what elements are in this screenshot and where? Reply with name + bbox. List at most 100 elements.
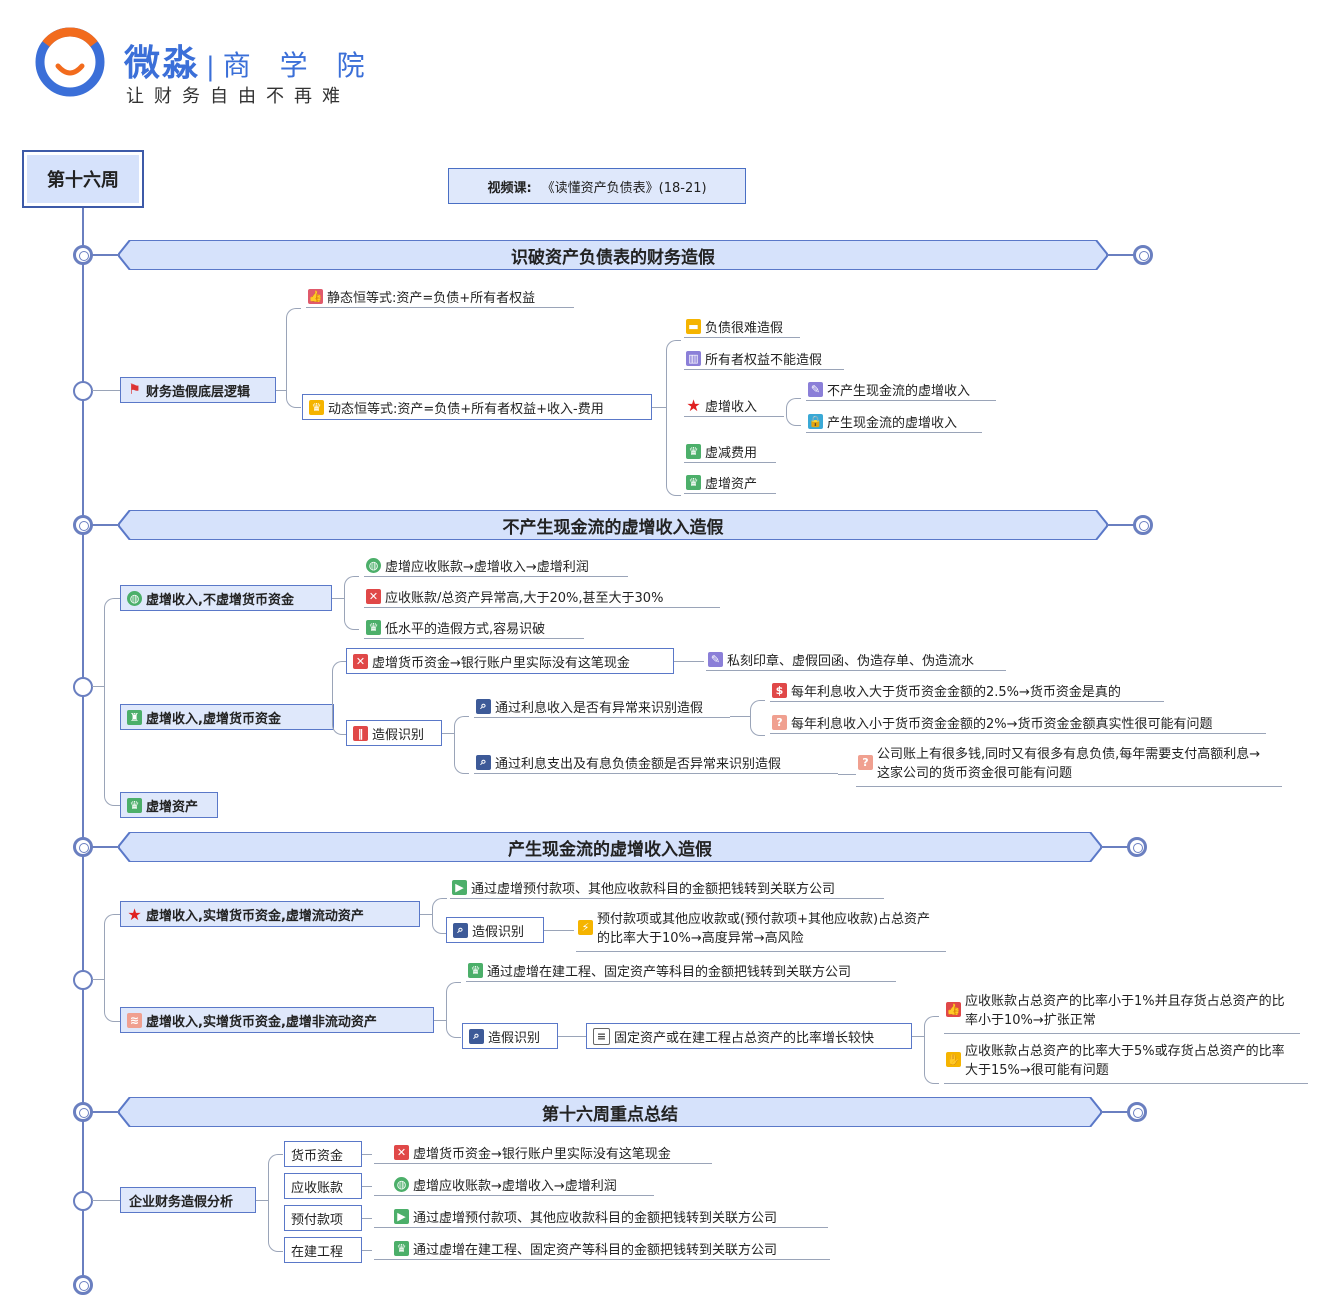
play-icon: ▶ [394, 1208, 409, 1224]
s1-inflate-asset: ♛虚增资产 [684, 474, 776, 494]
s2-a1: ◍虚增应收账款→虚增收入→虚增利润 [364, 557, 628, 577]
document-icon: ≡ [593, 1027, 610, 1045]
s2-a2: ✕应收账款/总资产异常高,大于20%,甚至大于30% [364, 588, 720, 608]
s1-root: ⚑财务造假底层逻辑 [120, 377, 276, 403]
trophy-icon: ♛ [366, 619, 381, 635]
globe-icon: ◍ [394, 1176, 409, 1192]
s3-b2a: ≡固定资产或在建工程占总资产的比率增长较快 [586, 1023, 912, 1049]
banner-end-node [1127, 1102, 1147, 1122]
s1-with-cash: 🔒产生现金流的虚增收入 [806, 413, 982, 433]
search-icon: ⌕ [476, 698, 491, 714]
banner-end-node [1133, 245, 1153, 265]
timeline-node [73, 1275, 93, 1295]
star-icon: ★ [127, 904, 142, 924]
question-icon: ? [772, 714, 787, 730]
x-icon: ✕ [353, 653, 368, 669]
s3-a2a: ⚡预付款项或其他应收款或(预付款项+其他应收款)占总资产的比率大于10%→高度异… [576, 910, 946, 952]
dollar-icon: $ [772, 682, 787, 698]
banner-end-node [1127, 837, 1147, 857]
bar-chart-icon: ▥ [686, 350, 701, 366]
folder-icon: ▬ [686, 318, 701, 334]
s1-reduce-exp: ♛虚减费用 [684, 443, 776, 463]
s2-b1a: ✎私刻印章、虚假回函、伪造存单、伪造流水 [706, 651, 1006, 671]
s3-b1: ♛通过虚增在建工程、固定资产等科目的金额把钱转到关联方公司 [466, 962, 896, 982]
star-icon: ★ [686, 395, 701, 415]
s2-b2a: ⌕通过利息收入是否有异常来识别造假 [474, 698, 730, 718]
s3-b2a2: ✋应收账款占总资产的比率大于5%或存货占总资产的比率大于15%→很可能有问题 [944, 1042, 1308, 1084]
section-banner-2: 不产生现金流的虚增收入造假 [118, 510, 1108, 540]
pencil-icon: ✎ [708, 651, 723, 667]
s3-a1: ▶通过虚增预付款项、其他应收款科目的金额把钱转到关联方公司 [450, 879, 884, 899]
section-banner-4: 第十六周重点总结 [118, 1097, 1102, 1127]
video-course-box: 视频课: 《读懂资产负债表》(18-21) [448, 168, 746, 204]
s1-inflate-rev: ★虚增收入 [684, 395, 784, 417]
rocket-icon: ♜ [127, 709, 142, 725]
s2-b2b: ⌕通过利息支出及有息负债金额是否异常来识别造假 [474, 754, 838, 774]
trophy-icon: ♛ [309, 399, 324, 415]
timeline-node [73, 245, 93, 265]
s1-equity: ▥所有者权益不能造假 [684, 350, 844, 370]
s4-key-4: 在建工程 [284, 1237, 362, 1263]
video-label: 视频课: [487, 180, 532, 196]
s3-b-root: ≋虚增收入,实增货币资金,虚增非流动资产 [120, 1007, 434, 1033]
timeline-node [73, 837, 93, 857]
search-icon: ⌕ [453, 922, 468, 938]
s2-b2: ‖造假识别 [346, 720, 442, 746]
s1-liab: ▬负债很难造假 [684, 318, 800, 338]
timeline [82, 208, 84, 1286]
banner-end-node [1133, 515, 1153, 535]
s2-a-root: ◍虚增收入,不虚增货币资金 [120, 585, 332, 611]
trophy-icon: ♛ [394, 1240, 409, 1256]
section-banner-1: 识破资产负债表的财务造假 [118, 240, 1108, 270]
brand-slogan: 让财务自由不再难 [126, 86, 350, 107]
s3-a-root: ★虚增收入,实增货币资金,虚增流动资产 [120, 901, 420, 927]
search-icon: ⌕ [476, 754, 491, 770]
x-icon: ✕ [394, 1144, 409, 1160]
s3-b2a1: 👍应收账款占总资产的比率小于1%并且存货占总资产的比率小于10%→扩张正常 [944, 992, 1300, 1034]
timeline-node [73, 515, 93, 535]
s2-b1: ✕虚增货币资金→银行账户里实际没有这笔现金 [346, 648, 674, 674]
flag-icon: ⚑ [128, 382, 141, 398]
s2-a3: ♛低水平的造假方式,容易识破 [364, 619, 584, 639]
lightning-icon: ⚡ [578, 920, 593, 935]
s4-key-3: 预付款项 [284, 1205, 362, 1231]
trophy-icon: ♛ [127, 797, 142, 813]
layers-icon: ≋ [127, 1012, 142, 1028]
s2-b2a2: ?每年利息收入小于货币资金金额的2%→货币资金金额真实性很可能有问题 [770, 714, 1266, 734]
s2-b-root: ♜虚增收入,虚增货币资金 [120, 704, 334, 730]
s4-val-4: ♛通过虚增在建工程、固定资产等科目的金额把钱转到关联方公司 [374, 1240, 830, 1260]
s3-b2: ⌕造假识别 [462, 1023, 558, 1049]
hand-icon: ✋ [946, 1052, 961, 1067]
search-icon: ⌕ [469, 1028, 484, 1044]
timeline-node [73, 1191, 93, 1211]
x-icon: ✕ [366, 588, 381, 604]
s2-c-root: ♛虚增资产 [120, 792, 218, 818]
pause-icon: ‖ [353, 725, 368, 741]
trophy-icon: ♛ [686, 443, 701, 459]
pencil-icon: ✎ [808, 381, 823, 397]
s1-dynamic-eq: ♛动态恒等式:资产=负债+所有者权益+收入-费用 [302, 394, 652, 420]
s4-val-1: ✕虚增货币资金→银行账户里实际没有这笔现金 [374, 1144, 712, 1164]
timeline-node [73, 381, 93, 401]
globe-icon: ◍ [127, 590, 142, 606]
lock-icon: 🔒 [808, 413, 823, 429]
play-icon: ▶ [452, 879, 467, 895]
globe-icon: ◍ [366, 557, 381, 573]
section-banner-3: 产生现金流的虚增收入造假 [118, 832, 1102, 862]
brand-name: 微淼|商 学 院 [124, 43, 375, 84]
video-title: 《读懂资产负债表》(18-21) [541, 180, 707, 196]
s4-key-2: 应收账款 [284, 1173, 362, 1199]
s4-val-3: ▶通过虚增预付款项、其他应收款科目的金额把钱转到关联方公司 [374, 1208, 828, 1228]
timeline-node [73, 970, 93, 990]
trophy-icon: ♛ [468, 962, 483, 978]
trophy-icon: ♛ [686, 474, 701, 490]
week-title: 第十六周 [22, 150, 144, 208]
s2-b2b1: ?公司账上有很多钱,同时又有很多有息负债,每年需要支付高额利息→这家公司的货币资… [856, 745, 1282, 787]
timeline-node [73, 677, 93, 697]
thumbs-up-icon: 👍 [946, 1002, 961, 1017]
s4-root: 企业财务造假分析 [120, 1187, 256, 1213]
s1-static-eq: 👍静态恒等式:资产=负债+所有者权益 [306, 288, 574, 308]
s4-key-1: 货币资金 [284, 1141, 362, 1167]
s4-val-2: ◍虚增应收账款→虚增收入→虚增利润 [374, 1176, 654, 1196]
question-icon: ? [858, 755, 873, 770]
